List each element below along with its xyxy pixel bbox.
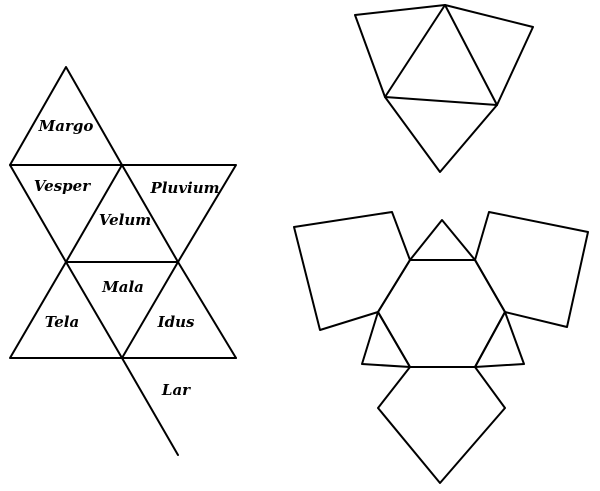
face-label-tela: Tela <box>45 313 79 331</box>
face-label-mala: Mala <box>101 278 144 296</box>
upper-right-edge-1 <box>384 4 446 98</box>
octahedron-net-outline <box>9 66 237 456</box>
face-label-margo: Margo <box>38 117 94 135</box>
face-label-lar: Lar <box>161 381 191 399</box>
bottom-square <box>377 366 506 484</box>
upper-right-edge-3 <box>384 96 498 106</box>
top-triangle <box>409 219 476 261</box>
octahedron-edge-mala-idus <box>121 261 179 359</box>
octahedron-edge-tela-mala <box>65 261 123 359</box>
octahedron-edge-vesper-velum <box>65 164 123 263</box>
face-label-vesper: Vesper <box>34 177 91 195</box>
face-label-pluvium: Pluvium <box>149 179 219 197</box>
upper-right-net <box>354 4 534 173</box>
center-hexagon <box>377 259 506 368</box>
left-square <box>293 211 411 331</box>
face-label-velum: Velum <box>99 211 151 229</box>
octahedron-net: Margo Vesper Pluvium Velum Mala Tela Idu… <box>9 66 237 456</box>
lower-left-triangle <box>361 311 411 368</box>
face-label-idus: Idus <box>157 313 195 331</box>
lower-right-triangle <box>474 311 525 368</box>
octahedron-edge-velum-pluvium <box>121 164 179 263</box>
upper-right-net-outline <box>354 4 534 173</box>
lower-right-net <box>293 211 589 484</box>
right-square <box>474 211 589 328</box>
upper-right-edge-2 <box>444 4 498 106</box>
